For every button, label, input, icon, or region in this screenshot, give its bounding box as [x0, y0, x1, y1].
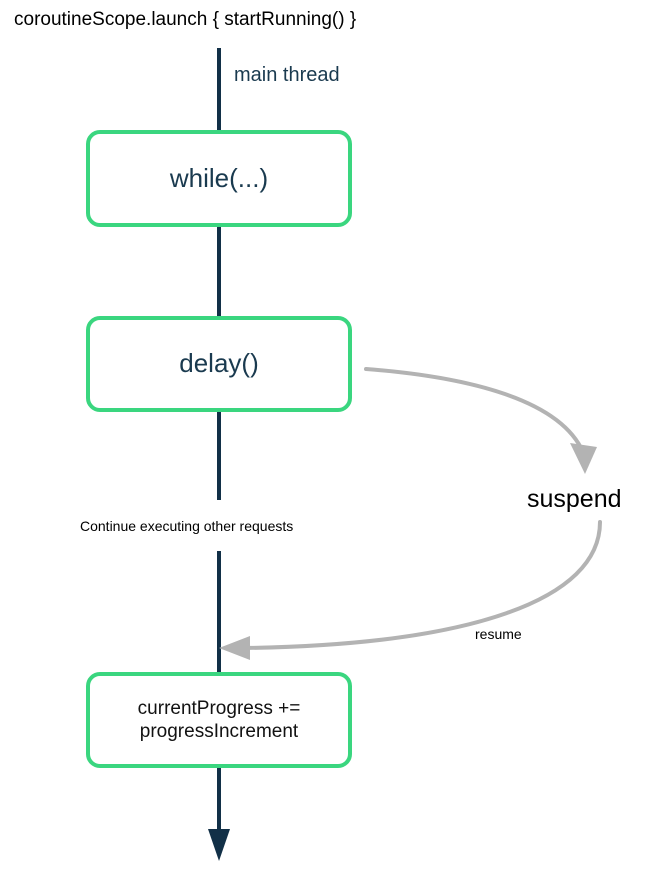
- suspend-arrowhead: [570, 443, 597, 474]
- continue-executing-note: Continue executing other requests: [80, 518, 294, 534]
- node-delay-label: delay(): [179, 348, 259, 379]
- node-current-progress[interactable]: currentProgress += progressIncrement: [86, 672, 352, 768]
- resume-arrowhead: [219, 636, 250, 660]
- node-current-progress-label: currentProgress += progressIncrement: [137, 697, 301, 742]
- thread-end-arrowhead: [208, 829, 230, 861]
- resume-label: resume: [475, 626, 522, 642]
- resume-curve: [241, 520, 602, 650]
- node-while-label: while(...): [169, 162, 269, 193]
- main-thread-label: main thread: [234, 64, 340, 86]
- node-delay[interactable]: delay(): [86, 316, 352, 412]
- suspend-label: suspend: [527, 485, 622, 513]
- diagram-title: coroutineScope.launch { startRunning() }: [14, 9, 357, 30]
- node-while[interactable]: while(...): [86, 130, 352, 227]
- suspend-curve: [364, 367, 585, 454]
